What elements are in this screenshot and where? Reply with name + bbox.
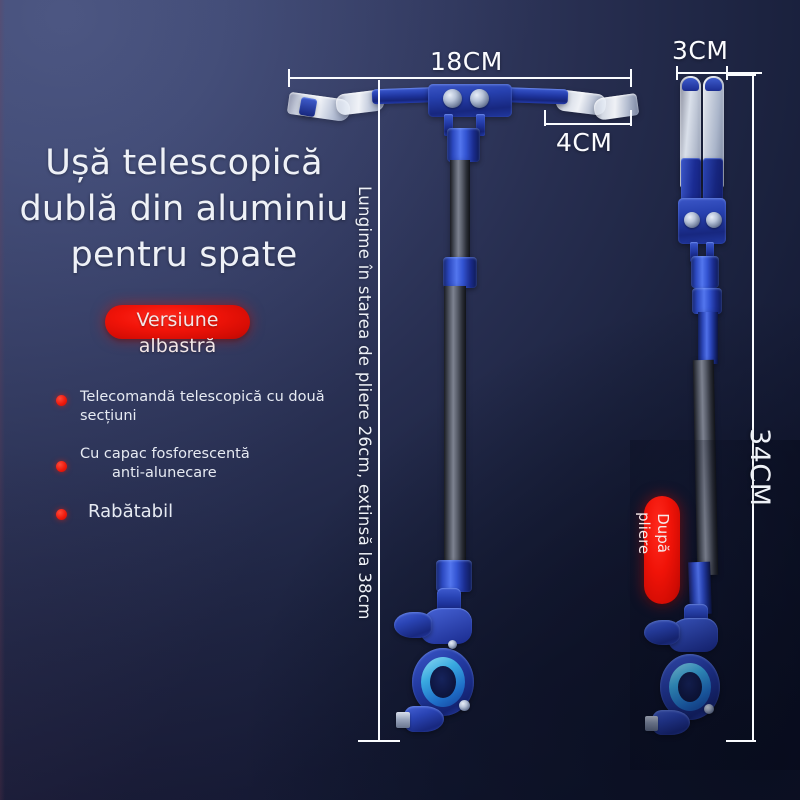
bullet-dot-icon	[56, 461, 67, 472]
clamp-screw	[396, 712, 410, 728]
dim-18cm-label: 18CM	[430, 47, 503, 76]
folded-state-badge-text: După pliere	[634, 512, 672, 554]
dim-length-tick-bottom	[358, 740, 400, 742]
title-line-1: Ușă telescopică	[45, 143, 323, 183]
folded-clamp-wing-nut-upper	[644, 620, 680, 645]
dim-18cm-tick-left	[288, 69, 290, 87]
dim-34cm-tick-bottom	[726, 740, 756, 742]
dim-3cm-tick-left	[676, 66, 678, 80]
version-badge	[105, 305, 250, 339]
bullet-dot-icon	[56, 509, 67, 520]
version-badge-line-1: Versiune	[136, 309, 219, 331]
clamp-top-bolt	[448, 640, 457, 649]
folded-grip-cap-right	[705, 78, 722, 91]
hub-bolt-right	[470, 89, 489, 108]
feature-text-line-1: Cu capac fosforescentă	[80, 446, 250, 462]
clamp-ring-hole	[430, 666, 456, 698]
dim-4cm-label: 4CM	[556, 128, 613, 157]
clamp-wing-nut-lower	[404, 706, 444, 732]
folded-badge-line-1: După	[654, 513, 672, 553]
folded-grip-cap-left	[682, 78, 699, 91]
lower-shaft	[444, 286, 466, 569]
page-title: Ușă telescopică dublă din aluminiu pentr…	[0, 140, 368, 278]
folded-clamp-ring-hole	[678, 672, 702, 702]
dim-3cm-tick-right	[726, 66, 728, 80]
version-badge-text: Versiune albastră	[80, 307, 275, 359]
folded-lower-shaft	[692, 359, 719, 576]
telescopic-lock-collar	[443, 257, 477, 288]
title-line-2: dublă din aluminiu	[19, 189, 349, 229]
folded-pivot-collar	[691, 256, 719, 288]
lower-lock-collar	[436, 560, 472, 592]
folded-upper-shaft	[698, 312, 718, 364]
dim-3cm-label: 3CM	[672, 36, 729, 65]
hub-stem-right	[476, 114, 485, 136]
feature-text-line-2: anti-alunecare	[112, 465, 217, 481]
clamp-wing-nut-upper	[394, 612, 432, 638]
folded-clamp-pivot-bolt	[704, 704, 714, 714]
folded-hub-stem-left	[690, 242, 698, 262]
clamp-pivot-bolt	[459, 700, 470, 711]
folded-bolt-left	[684, 212, 700, 228]
title-line-3: pentru spate	[70, 235, 298, 275]
dim-34cm-label: 34CM	[744, 428, 775, 507]
folded-hub-stem-right	[706, 242, 714, 262]
dim-length-line	[378, 80, 380, 742]
version-badge-line-2: albastră	[138, 335, 217, 357]
dim-length-note: Lungime în starea de pliere 26cm, extins…	[355, 186, 374, 620]
hub-bolt-left	[443, 89, 462, 108]
folded-badge-line-2: pliere	[635, 512, 653, 555]
handle-arm-left	[298, 96, 318, 118]
folded-clamp-screw	[645, 716, 658, 731]
dim-18cm-line	[288, 77, 632, 79]
dim-4cm-tick-right	[630, 110, 632, 126]
dim-4cm-line	[544, 123, 632, 125]
upper-shaft	[450, 160, 470, 263]
feature-text: Telecomandă telescopică cu două secțiuni	[80, 389, 325, 424]
feature-list: Telecomandă telescopică cu două secțiuni…	[50, 388, 380, 540]
dim-4cm-tick-left	[544, 110, 546, 126]
upper-pivot-collar	[447, 128, 480, 162]
feature-text: Rabătabil	[88, 501, 174, 522]
dim-18cm-tick-right	[630, 69, 632, 87]
folded-lock-collar	[692, 288, 722, 314]
feature-text: Cu capac fosforescentă anti-alunecare	[80, 445, 380, 483]
list-item: Telecomandă telescopică cu două secțiuni	[50, 388, 380, 426]
hub-stem-left	[444, 114, 453, 136]
dim-34cm-line	[752, 74, 754, 742]
bullet-dot-icon	[56, 395, 67, 406]
folded-bolt-right	[706, 212, 722, 228]
dim-34cm-tick-top	[726, 74, 756, 76]
list-item: Rabătabil	[50, 502, 380, 521]
list-item: Cu capac fosforescentă anti-alunecare	[50, 445, 380, 483]
folded-state-badge	[644, 496, 680, 604]
dim-3cm-line	[676, 72, 762, 74]
